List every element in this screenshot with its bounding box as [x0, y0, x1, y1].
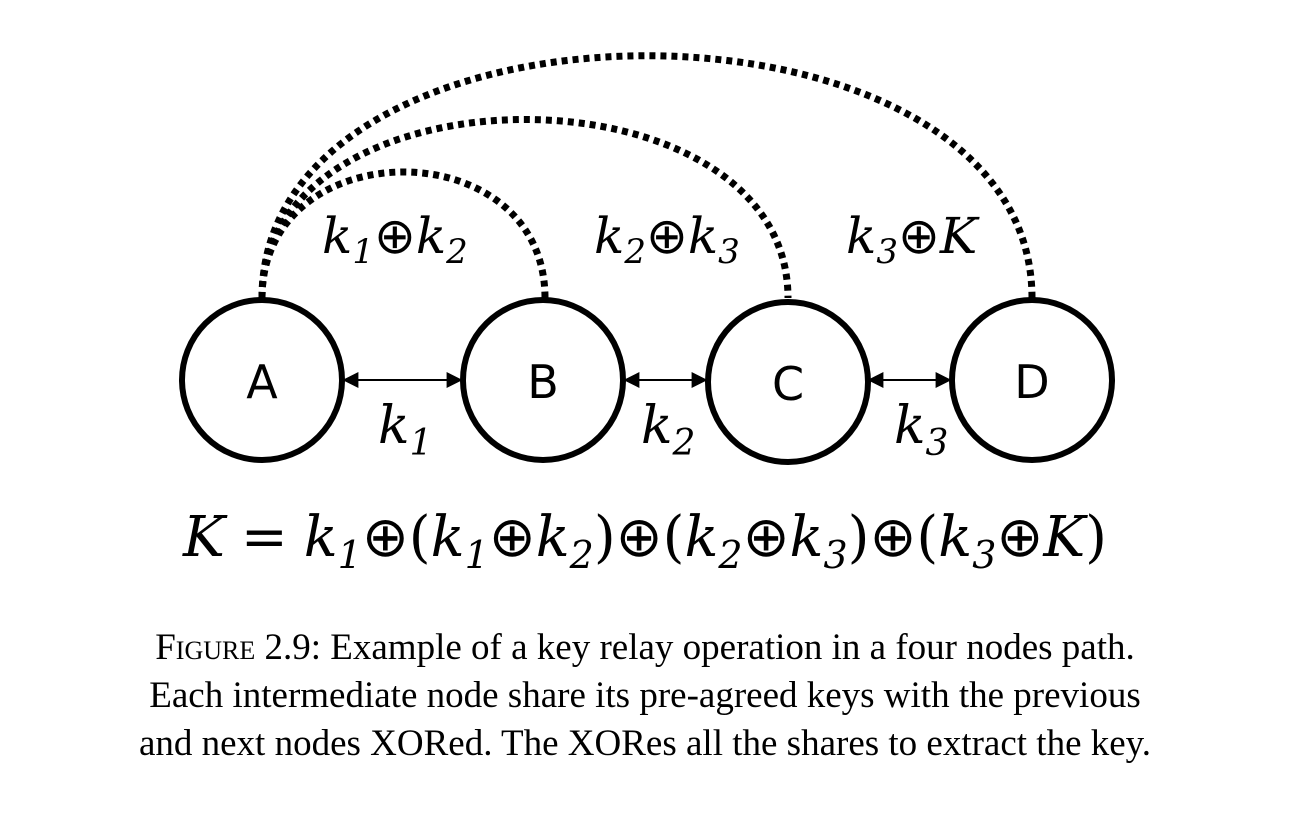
key-symbol: k: [688, 207, 718, 265]
node-label: D: [1014, 355, 1049, 409]
link-key-label-1: k1: [378, 396, 432, 464]
key-symbol: k: [846, 207, 876, 265]
share-label-1: k1⊕k2: [322, 207, 468, 272]
key-symbol: K: [939, 207, 980, 265]
xor-symbol: ⊕: [869, 505, 916, 570]
key-subscript: 1: [465, 533, 489, 577]
key-subscript: 2: [569, 533, 594, 577]
key-subscript: 2: [623, 232, 646, 272]
paren-open: (: [409, 505, 431, 570]
figure-caption: Figure 2.9: Example of a key relay opera…: [0, 624, 1290, 768]
eq-equals: =: [241, 505, 288, 570]
xor-symbol: ⊕: [362, 505, 409, 570]
xor-symbol: ⊕: [374, 207, 416, 265]
key-symbol: k: [684, 505, 718, 570]
caption-line-3: and next nodes XORed. The XORes all the …: [138, 723, 1152, 764]
key-relay-diagram: A B C D k1 k2 k3 k1⊕k2 k2⊕k3 k3⊕K K=k1⊕(…: [179, 52, 1115, 577]
key-equation: K=k1⊕(k1⊕k2)⊕(k2⊕k3)⊕(k3⊕K): [182, 505, 1107, 577]
share-arc-a-b: [258, 168, 549, 299]
node-d: D: [949, 297, 1115, 463]
key-subscript: 3: [718, 232, 740, 272]
key-symbol: k: [416, 207, 446, 265]
xor-symbol: ⊕: [898, 207, 940, 265]
node-circle: [705, 299, 871, 465]
key-subscript: 2: [672, 423, 696, 464]
share-arc-a-c: [258, 116, 792, 299]
key-symbol: k: [790, 505, 824, 570]
key-subscript: 1: [338, 533, 362, 577]
eq-lhs: K: [182, 505, 228, 570]
caption-figure-label: Figure 2.9:: [155, 627, 322, 668]
caption-line-2: Each intermediate node share its pre-agr…: [149, 675, 1141, 716]
key-symbol: k: [431, 505, 465, 570]
key-subscript: 1: [410, 423, 433, 464]
link-key-label-3: k3: [894, 396, 948, 464]
key-subscript: 3: [926, 423, 949, 464]
paren-close: ): [1085, 505, 1107, 570]
xor-symbol: ⊕: [996, 505, 1043, 570]
key-subscript: 3: [823, 533, 847, 577]
key-symbol: k: [304, 505, 338, 570]
node-label: A: [246, 355, 278, 409]
key-subscript: 3: [876, 232, 898, 272]
node-circle: [179, 297, 345, 463]
share-arc-a-d: [258, 52, 1036, 299]
paren-open: (: [663, 505, 685, 570]
node-a: A: [179, 297, 345, 463]
key-symbol: k: [536, 505, 570, 570]
key-subscript: 2: [717, 533, 742, 577]
key-subscript: 1: [352, 232, 374, 272]
xor-symbol: ⊕: [646, 207, 688, 265]
caption-text-1: Example of a key relay operation in a fo…: [330, 627, 1135, 668]
node-label: C: [772, 357, 804, 411]
key-symbol: k: [378, 396, 410, 456]
share-label-2: k2⊕k3: [594, 207, 740, 272]
key-subscript: 2: [445, 232, 468, 272]
paren-close: ): [848, 505, 870, 570]
node-circle: [949, 297, 1115, 463]
key-symbol: k: [938, 505, 972, 570]
paren-close: ): [594, 505, 616, 570]
key-symbol: K: [1042, 505, 1088, 570]
caption-line-1: Figure 2.9: Example of a key relay opera…: [0, 624, 1290, 672]
node-circle: [460, 297, 626, 463]
xor-symbol: ⊕: [489, 505, 536, 570]
share-label-3: k3⊕K: [846, 207, 980, 272]
paren-open: (: [916, 505, 938, 570]
link-key-label-2: k2: [641, 396, 695, 464]
key-symbol: k: [641, 396, 673, 456]
node-b: B: [460, 297, 626, 463]
xor-symbol: ⊕: [616, 505, 663, 570]
key-symbol: k: [322, 207, 352, 265]
node-label: B: [527, 355, 559, 409]
node-c: C: [705, 299, 871, 465]
xor-symbol: ⊕: [743, 505, 790, 570]
key-subscript: 3: [972, 533, 996, 577]
key-symbol: k: [594, 207, 624, 265]
key-symbol: k: [894, 396, 926, 456]
